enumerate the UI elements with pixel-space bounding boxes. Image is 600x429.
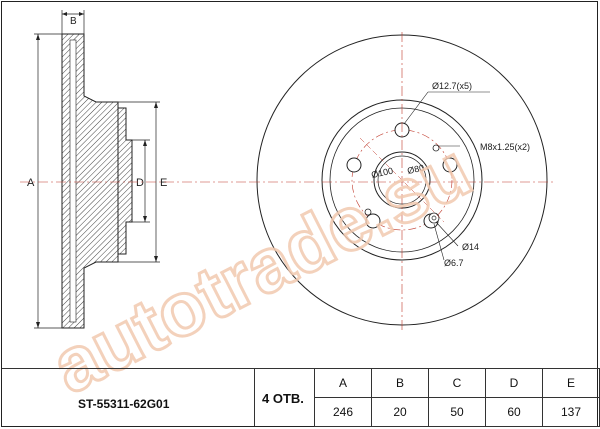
threaded-hole [432,144,440,152]
label-hole-6-7: Ø6.7 [444,258,464,268]
threaded-hole [364,208,372,216]
table-top-rule [2,368,254,369]
spec-value: 20 [371,397,429,427]
vent-slot [69,39,77,323]
label-a: A [27,177,35,189]
front-view: Ø12.7(x5) M8x1.25(x2) Ø100 Ø80 Ø14 Ø6.7 [250,32,556,330]
spec-header-row: A B C D E [314,368,600,398]
spec-value: 60 [485,397,543,427]
stud-hole [346,157,362,173]
spec-header: D [485,368,543,398]
spec-value: 50 [428,397,486,427]
stud-hole [442,157,458,173]
label-stud-holes: Ø12.7(x5) [432,81,472,91]
spec-value: 137 [542,397,600,427]
spec-header: B [371,368,429,398]
hat-section [117,107,133,255]
part-number: ST-55311-62G01 [78,397,170,411]
label-e: E [160,177,167,189]
label-hole-14: Ø14 [462,242,479,252]
spec-value-row: 246 20 50 60 137 [314,397,600,427]
label-threaded-holes: M8x1.25(x2) [480,142,530,152]
stud-hole [365,213,381,229]
spec-header: A [314,368,372,398]
spec-table: A B C D E 246 20 50 60 137 [314,368,600,427]
label-center-bore: Ø80 [406,163,425,176]
spec-header: C [428,368,486,398]
label-d: D [136,177,144,189]
label-pcd: Ø100 [370,166,394,180]
locator-hole-inner [431,215,437,221]
quantity-label: 4 ОТВ. [262,391,304,406]
spec-header: E [542,368,600,398]
spec-value: 246 [314,397,372,427]
label-b: B [70,16,77,27]
quantity-cell [254,368,314,426]
side-section-view: B A D E [20,10,250,329]
